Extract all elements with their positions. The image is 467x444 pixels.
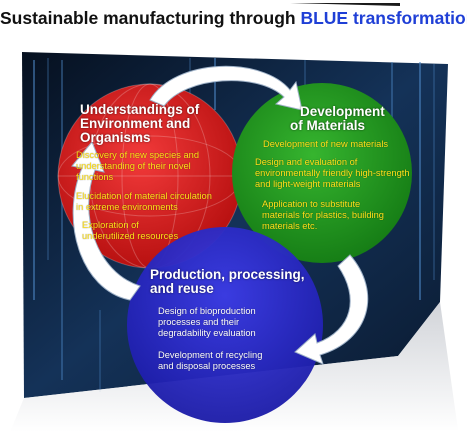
- item-line: and light-weight materials: [255, 179, 361, 190]
- item-line: Application to substitute: [262, 199, 361, 209]
- item-line: materials for plastics, building: [262, 210, 384, 221]
- title-accent: BLUE transformation: [300, 8, 467, 28]
- title-prefix: Sustainable manufacturing through: [0, 8, 301, 28]
- floor-reflection: [10, 302, 458, 432]
- decorative-wedge: [290, 3, 400, 6]
- arrow-green-to-blue: [294, 254, 369, 365]
- green-item-1: Development of new materials: [263, 139, 388, 150]
- blue-heading-line: and reuse: [150, 281, 214, 296]
- red-heading-line: Environment and: [80, 116, 191, 131]
- diagram-title: Sustainable manufacturing through BLUE t…: [0, 8, 467, 29]
- item-line: Elucidation of material circulation: [76, 191, 212, 201]
- green-circle-heading: Development of Materials: [290, 105, 385, 133]
- data-streaks: [33, 58, 435, 392]
- red-circle-heading: Understandings of Environment and Organi…: [80, 103, 199, 145]
- red-heading-line: Organisms: [80, 130, 151, 145]
- item-line: materials etc.: [262, 221, 318, 232]
- green-heading-line: of Materials: [290, 118, 366, 133]
- item-line: Exploration of: [82, 220, 139, 230]
- item-line: in extreme environments: [76, 202, 178, 213]
- red-item-2: Elucidation of material circulation in e…: [76, 191, 212, 213]
- green-item-2: Design and evaluation of environmentally…: [255, 157, 410, 191]
- red-circle: [58, 84, 242, 268]
- item-line: understanding of their novel: [76, 161, 191, 172]
- item-line: Design and evaluation of: [255, 157, 358, 167]
- red-item-1: Discovery of new species and understandi…: [76, 150, 199, 184]
- item-line: Development of recycling: [158, 350, 263, 360]
- cycle-arrows: [71, 65, 369, 365]
- item-line: underutilized resources: [82, 231, 179, 242]
- item-line: Development of new materials: [263, 139, 389, 149]
- item-line: Design of bioproduction: [158, 306, 256, 316]
- item-line: degradability evaluation: [158, 328, 256, 339]
- red-heading-line: Understandings of: [80, 102, 200, 117]
- green-heading-line: Development: [300, 104, 385, 119]
- item-line: Discovery of new species and: [76, 150, 199, 160]
- arrow-blue-to-red: [71, 141, 141, 301]
- item-line: functions: [76, 172, 114, 183]
- blue-item-2: Development of recycling and disposal pr…: [158, 350, 262, 372]
- green-item-3: Application to substitute materials for …: [262, 199, 384, 233]
- green-circle: [232, 83, 412, 263]
- item-line: environmentally friendly high-strength: [255, 168, 410, 179]
- arrow-red-to-green: [149, 65, 303, 111]
- blue-heading-line: Production, processing,: [150, 267, 305, 282]
- item-line: processes and their: [158, 317, 240, 328]
- blue-item-1: Design of bioproduction processes and th…: [158, 306, 256, 340]
- item-line: and disposal processes: [158, 361, 256, 372]
- blue-circle: [127, 227, 323, 423]
- red-item-3: Exploration of underutilized resources: [82, 220, 178, 242]
- blue-circle-heading: Production, processing, and reuse: [150, 268, 305, 296]
